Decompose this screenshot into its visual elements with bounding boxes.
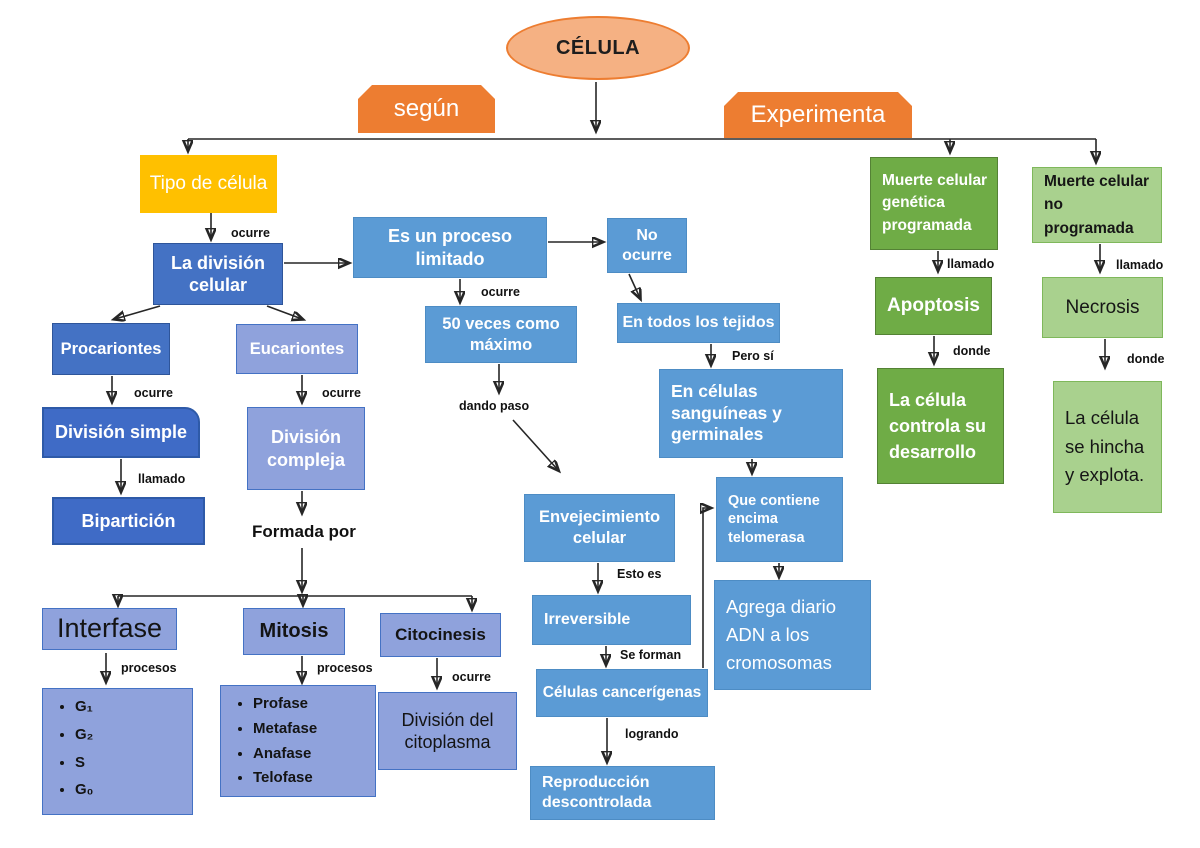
node-mitosis: Mitosis xyxy=(243,608,345,655)
node-celula-se-hincha-explota: La célula se hincha y explota. xyxy=(1053,381,1162,513)
list-item-anafase: Anafase xyxy=(253,745,375,764)
node-en-todos-los-tejidos: En todos los tejidos xyxy=(617,303,780,343)
node-irreversible: Irreversible xyxy=(532,595,691,645)
edge-label-procesos: procesos xyxy=(121,661,177,675)
edge-label-ocurre: ocurre xyxy=(134,386,173,400)
edge-label-ocurre: ocurre xyxy=(452,670,491,684)
edge-label-ocurre: ocurre xyxy=(231,226,270,240)
node-procariontes: Procariontes xyxy=(52,323,170,375)
node-muerte-celular-no-programada: Muerte celular no programada xyxy=(1032,167,1162,243)
list-item-profase: Profase xyxy=(253,695,375,714)
node-interfase: Interfase xyxy=(42,608,177,650)
node-eucariontes: Eucariontes xyxy=(236,324,358,374)
list-item-g0: G₀ xyxy=(75,781,192,800)
node-celulas-sanguineas-germinales: En células sanguíneas y germinales xyxy=(659,369,843,458)
list-item-s: S xyxy=(75,754,192,773)
edge-label-pero-si: Pero sí xyxy=(732,349,774,363)
node-la-division-celular: La división celular xyxy=(153,243,283,305)
node-tipo-de-celula: Tipo de célula xyxy=(140,155,277,213)
node-apoptosis: Apoptosis xyxy=(875,277,992,335)
edge-label-ocurre: ocurre xyxy=(481,285,520,299)
node-envejecimiento-celular: Envejecimiento celular xyxy=(524,494,675,562)
edge-label-formada-por: Formada por xyxy=(252,522,356,541)
node-50-veces-como-maximo: 50 veces como máximo xyxy=(425,306,577,363)
list-item-telofase: Telofase xyxy=(253,769,375,788)
edge-label-logrando: logrando xyxy=(625,727,679,741)
node-celula-controla-desarrollo: La célula controla su desarrollo xyxy=(877,368,1004,484)
edge-label-procesos: procesos xyxy=(317,661,373,675)
node-mitosis-procesos: Profase Metafase Anafase Telofase xyxy=(220,685,376,797)
node-division-compleja: División compleja xyxy=(247,407,365,490)
edge-label-donde: donde xyxy=(1127,352,1165,366)
edge-label-ocurre: ocurre xyxy=(322,386,361,400)
node-division-simple: División simple xyxy=(42,407,200,458)
edge-label-llamado: llamado xyxy=(1116,258,1164,272)
node-agrega-adn-cromosomas: Agrega diario ADN a los cromosomas xyxy=(714,580,871,690)
node-celulas-cancerigenas: Células cancerígenas xyxy=(536,669,708,717)
node-es-un-proceso-limitado: Es un proceso limitado xyxy=(353,217,547,278)
node-muerte-celular-programada: Muerte celular genética programada xyxy=(870,157,998,250)
node-citocinesis: Citocinesis xyxy=(380,613,501,657)
edge-label-esto-es: Esto es xyxy=(617,567,662,581)
node-reproduccion-descontrolada: Reproducción descontrolada xyxy=(530,766,715,820)
edge-label-llamado: llamado xyxy=(947,257,995,271)
node-que-contiene-telomerasa: Que contiene encima telomerasa xyxy=(716,477,843,562)
mitosis-process-list: Profase Metafase Anafase Telofase xyxy=(221,695,375,788)
node-experimenta: Experimenta xyxy=(724,92,912,138)
node-interfase-procesos: G₁ G₂ S G₀ xyxy=(42,688,193,815)
node-celula-root: CÉLULA xyxy=(506,16,690,80)
node-necrosis: Necrosis xyxy=(1042,277,1163,338)
edge-label-dando-paso: dando paso xyxy=(459,399,530,413)
list-item-g2: G₂ xyxy=(75,726,192,745)
edge-label-donde: donde xyxy=(953,344,991,358)
node-division-del-citoplasma: División del citoplasma xyxy=(378,692,517,770)
list-item-metafase: Metafase xyxy=(253,720,375,739)
interfase-process-list: G₁ G₂ S G₀ xyxy=(43,698,192,800)
node-biparticion: Bipartición xyxy=(52,497,205,545)
edge-label-llamado: llamado xyxy=(138,472,186,486)
node-segun: según xyxy=(358,85,495,133)
edge-label-se-forman: Se forman xyxy=(620,648,682,662)
list-item-g1: G₁ xyxy=(75,698,192,717)
node-no-ocurre: No ocurre xyxy=(607,218,687,273)
